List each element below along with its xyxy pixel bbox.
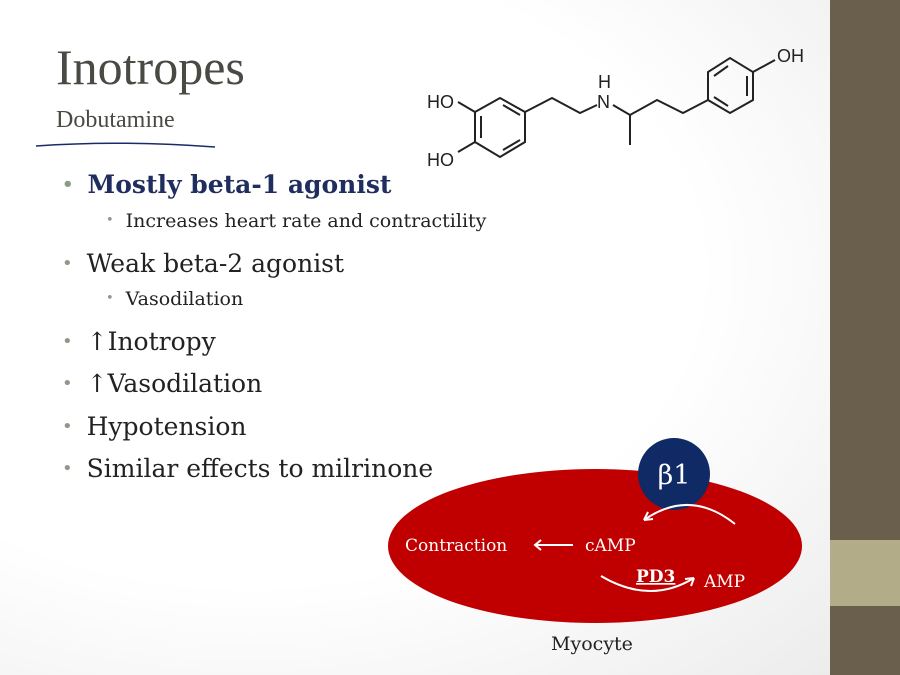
bullet-item: •↑Vasodilation [62,369,263,398]
oh-label: OH [777,46,804,66]
ho-label-bottom: HO [427,150,454,170]
annotation-layer: HO HO N H OH β1 Contraction cAMP PD3 AMP… [35,46,804,655]
bullet-item: •Weak beta-2 agonist [62,249,345,278]
receptor-label: β1 [658,460,691,491]
handwritten-underline [35,142,216,148]
contraction-label: Contraction [405,536,507,556]
slide-title: Inotropes [56,39,245,95]
bullet-item: •Hypotension [62,412,247,441]
pathway-arrows [533,503,736,592]
camp-label: cAMP [585,536,636,556]
sidebar-band [830,540,900,606]
myocyte-label: Myocyte [551,633,633,655]
pd3-label: PD3 [636,567,675,587]
bullet-item: •↑Inotropy [62,327,216,356]
bullet-item: •Mostly beta-1 agonist [62,170,392,199]
slide-subtitle: Dobutamine [56,107,175,133]
n-label: N [597,92,610,112]
myocyte-cell [388,469,802,623]
ho-label-top: HO [427,92,454,112]
dobutamine-structure [457,56,776,159]
amp-label: AMP [703,572,745,592]
beta1-receptor [638,438,710,510]
sub-bullet-item: •Vasodilation [106,288,244,310]
sub-bullet-item: •Increases heart rate and contractility [106,210,487,232]
bullet-item: •Similar effects to milrinone [62,454,434,483]
h-label: H [598,72,611,92]
